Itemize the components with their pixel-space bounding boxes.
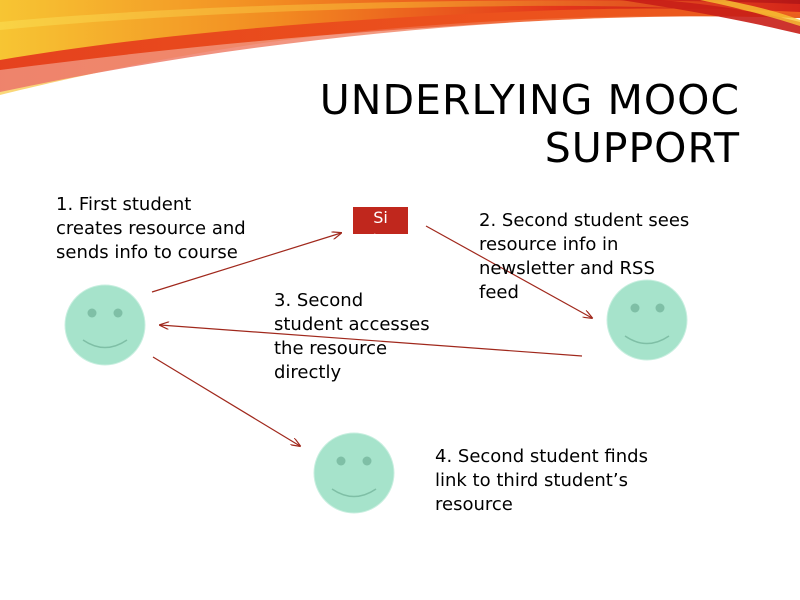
arrow-first-student-to-third-student [152, 356, 300, 446]
step-1-line: 1. First student [56, 194, 192, 215]
slide-title-line-1: UNDERLYING MOOC [319, 76, 740, 124]
step-3-label: 3. Second student accesses the resource … [274, 289, 430, 385]
header-flame-decoration [0, 0, 800, 100]
step-4-line: 4. Second student finds [435, 446, 648, 467]
site-box: Site [353, 207, 408, 234]
arrow-second-student-to-first-student [160, 325, 583, 357]
third-student-smiley-icon [313, 432, 395, 514]
step-2-label: 2. Second student sees resource info in … [479, 209, 689, 305]
step-1-line: creates resource and [56, 218, 246, 239]
step-2-line: 2. Second student sees [479, 210, 690, 231]
step-1-line: sends info to course [56, 242, 238, 263]
step-2-line: newsletter and RSS [479, 258, 655, 279]
step-4-line: resource [435, 494, 513, 515]
step-3-line: the resource [274, 338, 388, 359]
step-4-label: 4. Second student finds link to third st… [435, 445, 648, 517]
slide-title-line-2: SUPPORT [544, 124, 740, 172]
step-3-line: student accesses [274, 314, 430, 335]
first-student-smiley-icon [64, 284, 146, 366]
second-student-smiley-icon [606, 279, 688, 361]
site-box-label: Site [372, 208, 388, 234]
step-2-line: resource info in [479, 234, 619, 255]
slide-title: UNDERLYING MOOC SUPPORT [220, 76, 740, 172]
arrow-site-to-second-student [425, 225, 592, 318]
step-3-line: directly [274, 362, 342, 383]
step-4-line: link to third student’s [435, 470, 628, 491]
step-3-line: 3. Second [274, 290, 364, 311]
step-1-label: 1. First student creates resource and se… [56, 193, 246, 265]
step-2-line: feed [479, 282, 519, 303]
arrow-first-student-to-site [151, 233, 341, 293]
